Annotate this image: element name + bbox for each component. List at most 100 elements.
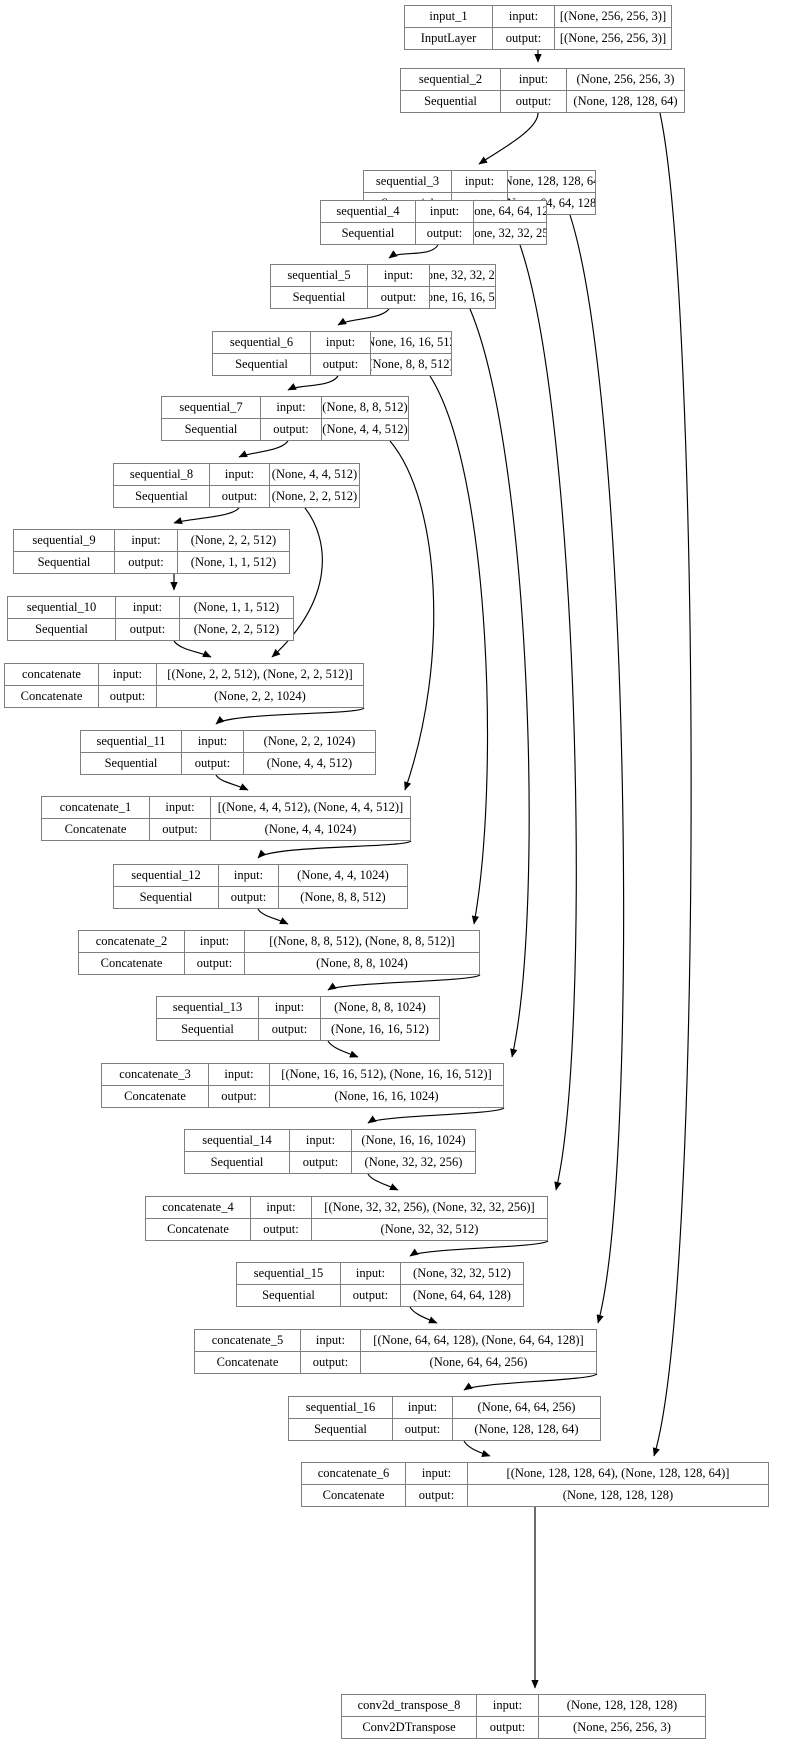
node-input-label: input: bbox=[393, 1397, 453, 1418]
node-layer-name: sequential_14 bbox=[185, 1130, 290, 1151]
graph-edge bbox=[327, 1040, 359, 1058]
graph-edge bbox=[337, 308, 390, 326]
node-output-label: output: bbox=[501, 90, 567, 112]
node-class-name: Sequential bbox=[401, 90, 501, 112]
node-output-label: output: bbox=[368, 286, 430, 308]
node-layer-name: concatenate_3 bbox=[102, 1064, 209, 1085]
node-class-name: Concatenate bbox=[42, 818, 150, 840]
node-input-shape: (None, 64, 64, 128) bbox=[474, 204, 546, 218]
node-output-label: output: bbox=[115, 551, 178, 573]
node-input-shape: [(None, 32, 32, 256), (None, 32, 32, 256… bbox=[324, 1200, 535, 1214]
node-output-label: output: bbox=[477, 1716, 539, 1738]
node-class-name: Sequential bbox=[14, 551, 115, 573]
node-output-shape: (None, 8, 8, 512) bbox=[371, 357, 451, 371]
node-class-name: Concatenate bbox=[195, 1351, 301, 1373]
node-layer-name: concatenate_2 bbox=[79, 931, 185, 952]
node-input-label: input: bbox=[290, 1130, 352, 1151]
node-class-name: Sequential bbox=[289, 1418, 393, 1440]
node-output-shape: (None, 64, 64, 256) bbox=[429, 1355, 528, 1369]
node-input-label: input: bbox=[477, 1695, 539, 1716]
node-layer-name: sequential_13 bbox=[157, 997, 259, 1018]
node-layer-name: sequential_2 bbox=[401, 69, 501, 90]
graph-edge bbox=[389, 440, 435, 791]
node-output-shape: (None, 4, 4, 1024) bbox=[264, 822, 357, 836]
node-input-label: input: bbox=[115, 530, 178, 551]
node-output-label: output: bbox=[99, 685, 157, 707]
node-layer-name: sequential_7 bbox=[162, 397, 261, 418]
node-output-shape: (None, 8, 8, 1024) bbox=[316, 956, 408, 970]
graph-edge bbox=[287, 375, 339, 391]
node-output-shape: (None, 4, 4, 512) bbox=[322, 422, 408, 436]
node-input-shape: (None, 256, 256, 3) bbox=[576, 72, 675, 86]
node-output-label: output: bbox=[341, 1284, 401, 1306]
graph-edge bbox=[388, 244, 439, 259]
graph-edge bbox=[327, 974, 481, 991]
node-output-shape: (None, 128, 128, 128) bbox=[562, 1488, 674, 1502]
graph-edge bbox=[409, 1240, 549, 1257]
node-output-shape: (None, 2, 2, 512) bbox=[193, 622, 280, 636]
node-input-label: input: bbox=[210, 464, 270, 485]
graph-edge bbox=[215, 774, 249, 791]
node-input-shape: [(None, 16, 16, 512), (None, 16, 16, 512… bbox=[281, 1067, 492, 1081]
node-layer-name: sequential_5 bbox=[271, 265, 368, 286]
node-class-name: Sequential bbox=[114, 485, 210, 507]
node-input-label: input: bbox=[493, 6, 555, 27]
node-class-name: Sequential bbox=[8, 618, 116, 640]
node-output-label: output: bbox=[116, 618, 180, 640]
node-input-shape: (None, 4, 4, 1024) bbox=[297, 868, 389, 882]
node-class-name: Conv2DTranspose bbox=[342, 1716, 477, 1738]
node-layer-name: concatenate bbox=[5, 664, 99, 685]
graph-edge bbox=[238, 440, 289, 458]
node-layer-name: concatenate_4 bbox=[146, 1197, 251, 1218]
node-output-label: output: bbox=[219, 886, 279, 908]
node-layer-name: sequential_15 bbox=[237, 1263, 341, 1284]
node-class-name: Concatenate bbox=[79, 952, 185, 974]
node-output-label: output: bbox=[209, 1085, 270, 1107]
node-input-label: input: bbox=[99, 664, 157, 685]
node-layer-name: sequential_10 bbox=[8, 597, 116, 618]
node-class-name: Sequential bbox=[81, 752, 182, 774]
node-output-shape: (None, 32, 32, 256) bbox=[474, 226, 546, 240]
node-input-shape: (None, 2, 2, 512) bbox=[190, 533, 277, 547]
node-output-label: output: bbox=[251, 1218, 312, 1240]
